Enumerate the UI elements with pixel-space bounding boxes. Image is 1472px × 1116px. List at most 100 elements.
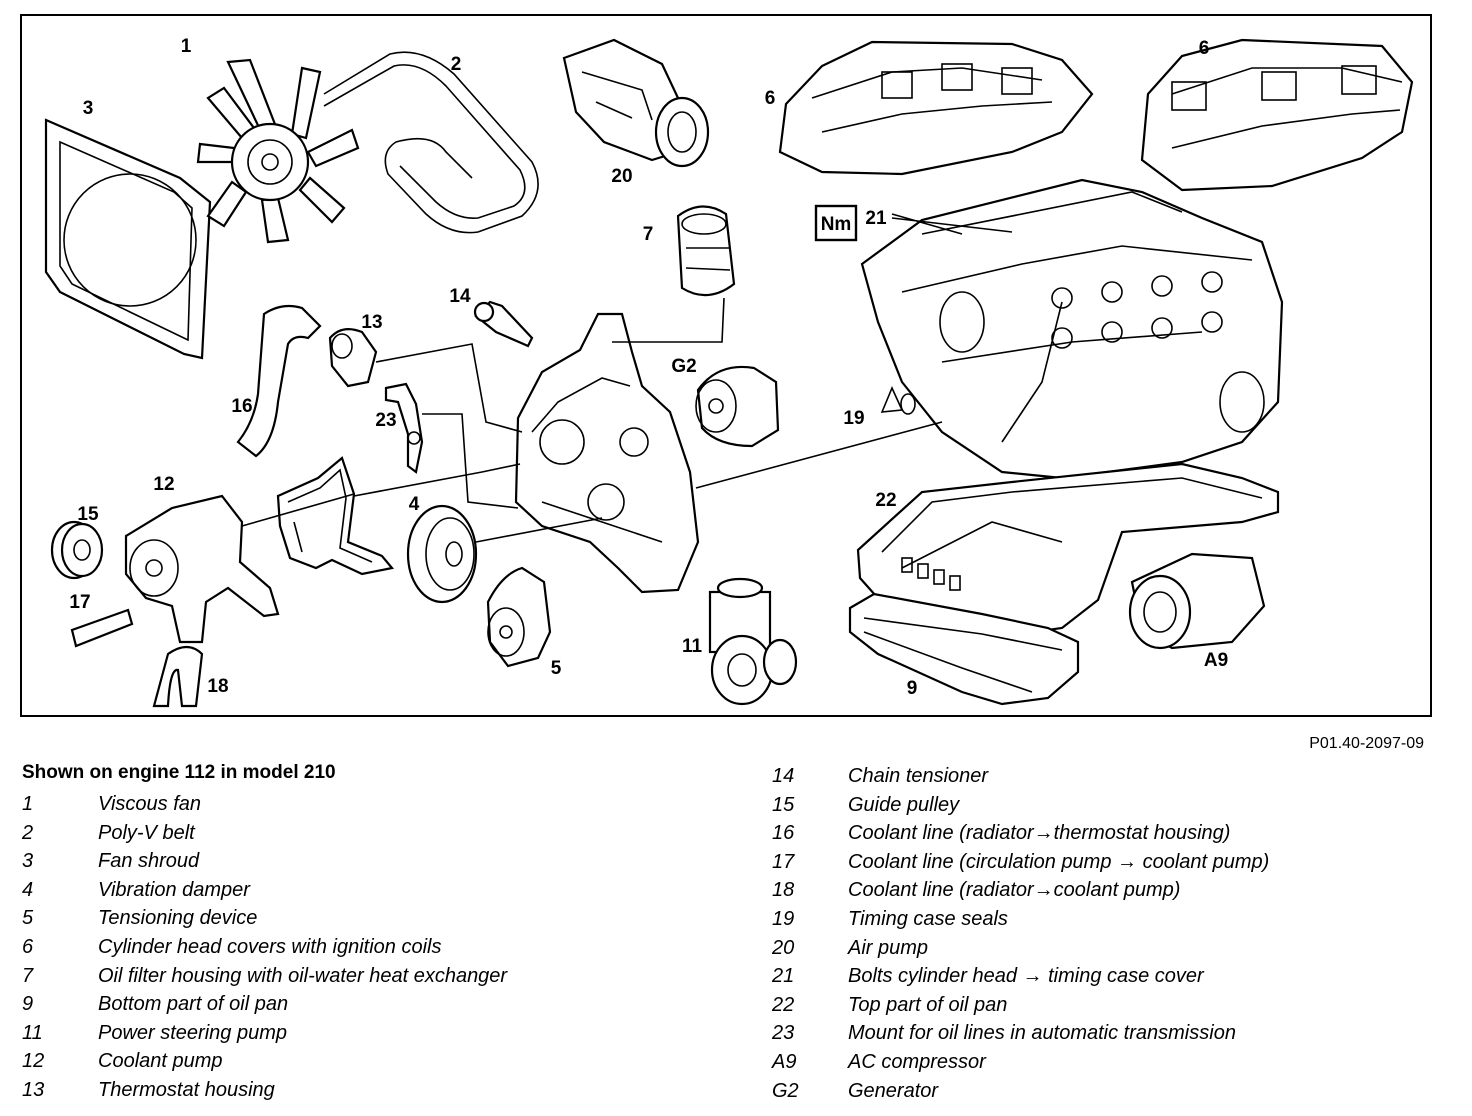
legend-item-text: Poly-V belt bbox=[98, 821, 195, 844]
bottom-oil-pan-part bbox=[848, 592, 1080, 706]
legend-item-text: Top part of oil pan bbox=[848, 993, 1008, 1016]
legend-item: 14 Chain tensioner bbox=[772, 762, 1269, 791]
callout-11: 11 bbox=[682, 636, 703, 657]
leader-lines bbox=[241, 213, 1013, 543]
legend-item-text: Coolant line (circulation pump → coolant… bbox=[848, 850, 1270, 873]
legend-item-number: 19 bbox=[772, 907, 795, 930]
legend-item-number: 14 bbox=[772, 765, 795, 787]
ac-compressor-part bbox=[1128, 552, 1266, 650]
legend-item-number: 9 bbox=[22, 993, 34, 1016]
callout-labels: 1 2 3 4 5 6 6 7 9 11 12 13 14 15 16 17 1… bbox=[69, 36, 1228, 699]
legend-item: 6 Cylinder head covers with ignition coil… bbox=[22, 933, 507, 962]
callout-4: 4 bbox=[409, 494, 420, 515]
legend-item-text: Chain tensioner bbox=[848, 765, 989, 787]
legend-item-text: Cylinder head covers with ignition coils bbox=[98, 935, 442, 958]
coolant-line-17-part bbox=[70, 608, 134, 648]
legend-item-text: AC compressor bbox=[848, 1050, 986, 1073]
callout-18: 18 bbox=[207, 676, 228, 697]
cylinder-head-cover-left-part bbox=[778, 40, 1094, 176]
legend-item-text: Air pump bbox=[848, 936, 929, 959]
coolant-line-18-part bbox=[152, 645, 204, 708]
legend-item-number: 1 bbox=[22, 793, 34, 815]
legend-item-number: 16 bbox=[772, 822, 795, 845]
coolant-line-16-part bbox=[236, 304, 322, 458]
legend-title: Shown on engine 112 in model 210 bbox=[22, 762, 336, 783]
legend-item: A9 AC compressor bbox=[772, 1048, 1269, 1077]
legend-item-text: Bolts cylinder head → timing case cover bbox=[848, 965, 1204, 988]
air-pump-part bbox=[562, 38, 710, 168]
legend-item: 12 Coolant pump bbox=[22, 1047, 507, 1076]
legend-item: 3 Fan shroud bbox=[22, 847, 507, 876]
legend-item-number: 23 bbox=[772, 1022, 795, 1045]
callout-22: 22 bbox=[875, 490, 896, 511]
legend-item-text: Vibration damper bbox=[98, 878, 250, 901]
generator-part bbox=[695, 365, 780, 448]
legend-item: 1 Viscous fan bbox=[22, 790, 507, 819]
chain-tensioner-part bbox=[473, 300, 534, 348]
callout-12: 12 bbox=[153, 474, 174, 495]
viscous-fan-part bbox=[196, 58, 360, 244]
legend-item: 9 Bottom part of oil pan bbox=[22, 990, 507, 1019]
callout-16: 16 bbox=[231, 396, 252, 417]
legend-item: 22 Top part of oil pan bbox=[772, 991, 1269, 1020]
oil-filter-housing-part bbox=[676, 205, 736, 297]
legend-item-text: Power steering pump bbox=[98, 1021, 287, 1044]
legend-item-text: Thermostat housing bbox=[98, 1078, 275, 1101]
legend-item-number: G2 bbox=[772, 1079, 799, 1102]
legend-item-number: 18 bbox=[772, 879, 795, 902]
timing-case-cover-part bbox=[514, 312, 700, 594]
tensioning-device-part bbox=[486, 566, 552, 668]
legend-item: 13 Thermostat housing bbox=[22, 1076, 507, 1105]
callout-14: 14 bbox=[449, 286, 471, 307]
legend-item-text: Fan shroud bbox=[98, 850, 200, 873]
callout-2: 2 bbox=[451, 54, 462, 75]
timing-cover-gasket-part bbox=[276, 456, 395, 576]
legend-item-number: A9 bbox=[772, 1050, 797, 1073]
legend-item: 16 Coolant line (radiator→thermostat hous… bbox=[772, 819, 1269, 848]
legend-item-number: 2 bbox=[22, 821, 34, 844]
callout-9: 9 bbox=[907, 678, 918, 699]
legend-item-number: 17 bbox=[772, 850, 795, 873]
thermostat-housing-part bbox=[328, 327, 378, 388]
legend-item-number: 6 bbox=[22, 935, 34, 958]
vibration-damper-part bbox=[406, 504, 478, 604]
legend-item-text: Viscous fan bbox=[98, 793, 202, 815]
legend-item-text: Coolant line (radiator→thermostat housin… bbox=[848, 822, 1231, 845]
callout-20: 20 bbox=[611, 166, 632, 187]
legend-item-number: 22 bbox=[772, 993, 795, 1016]
legend-item-text: Oil filter housing with oil-water heat e… bbox=[98, 964, 508, 987]
cylinder-head-cover-right-part bbox=[1140, 38, 1414, 192]
legend-item-number: 13 bbox=[22, 1078, 45, 1101]
legend-item-number: 3 bbox=[22, 850, 34, 873]
legend-item-number: 21 bbox=[772, 965, 795, 988]
legend-item-text: Bottom part of oil pan bbox=[98, 993, 289, 1016]
legend-item: 7 Oil filter housing with oil-water heat … bbox=[22, 962, 507, 991]
figure-reference-code: P01.40-2097-09 bbox=[1309, 735, 1424, 752]
callout-13: 13 bbox=[361, 312, 382, 333]
callout-7: 7 bbox=[643, 224, 654, 245]
legend-item: 17 Coolant line (circulation pump → coola… bbox=[772, 848, 1269, 877]
fan-shroud-part bbox=[44, 118, 212, 360]
callout-5: 5 bbox=[551, 658, 562, 679]
callout-6-right: 6 bbox=[1199, 38, 1210, 59]
legend-item-text: Guide pulley bbox=[848, 793, 960, 816]
callout-23: 23 bbox=[375, 410, 396, 431]
engine-block-part bbox=[860, 178, 1284, 480]
legend-item-text: Coolant pump bbox=[98, 1050, 223, 1073]
power-steering-pump-part bbox=[708, 577, 798, 706]
legend-item-text: Coolant line (radiator→coolant pump) bbox=[848, 879, 1181, 902]
exploded-engine-diagram: Nm bbox=[44, 36, 1414, 708]
legend-item: 2 Poly-V belt bbox=[22, 819, 507, 848]
exploded-diagram-frame: Nm bbox=[20, 14, 1432, 717]
callout-3: 3 bbox=[83, 98, 94, 119]
torque-badge-label: Nm bbox=[821, 214, 852, 235]
legend-item-number: 12 bbox=[22, 1050, 45, 1073]
guide-pulley-part bbox=[50, 520, 104, 580]
legend-item-number: 7 bbox=[22, 964, 34, 987]
